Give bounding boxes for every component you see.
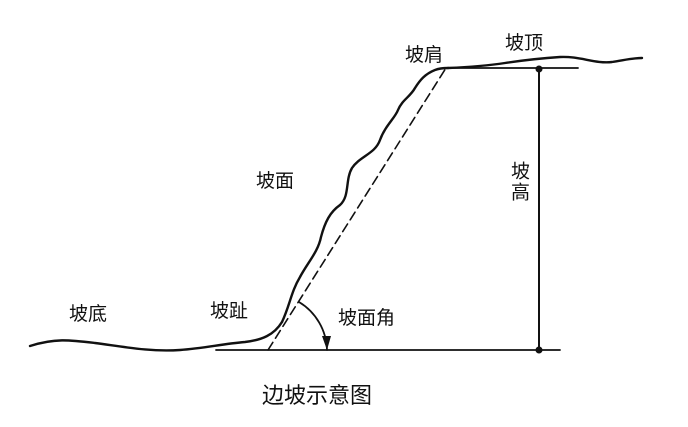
height-bottom-point <box>535 346 543 354</box>
label-slope-angle: 坡面角 <box>338 307 396 329</box>
ground-top-line <box>446 55 644 70</box>
label-slope-toe: 坡趾 <box>210 300 249 322</box>
diagram-caption: 边坡示意图 <box>262 384 373 409</box>
label-slope-bottom: 坡底 <box>69 303 108 325</box>
label-slope-face: 坡面 <box>256 170 295 192</box>
slope-angle-arc <box>298 301 328 351</box>
label-slope-height: 坡高 <box>508 161 530 203</box>
natural-slope-profile <box>280 66 450 324</box>
height-top-point <box>535 65 543 73</box>
label-slope-crest: 坡肩 <box>405 44 444 66</box>
ground-bottom-line <box>28 320 284 352</box>
slope-face-dashed-line <box>267 67 447 351</box>
label-slope-top: 坡顶 <box>505 32 544 54</box>
angle-arc-arrowhead <box>322 336 331 350</box>
